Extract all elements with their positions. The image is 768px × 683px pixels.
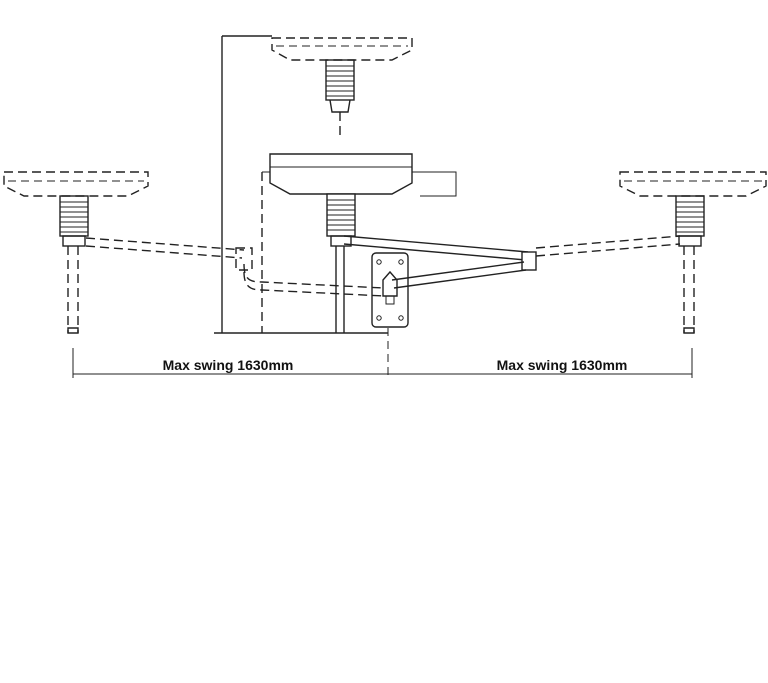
lamp-head-left [3, 171, 149, 334]
dimension-label-right: Max swing 1630mm [497, 357, 628, 373]
wall-mount-plate [371, 252, 409, 328]
dimension-lines [72, 328, 693, 378]
lamp-head-top [271, 37, 413, 138]
arm-linkage-left [85, 237, 385, 297]
arm-linkage-solid [343, 235, 537, 289]
arm-linkage-right [535, 235, 681, 257]
lamp-head-right [619, 171, 767, 334]
lamp-head-center [269, 153, 413, 333]
reference-lines [214, 35, 457, 334]
dimension-label-left: Max swing 1630mm [163, 357, 294, 373]
